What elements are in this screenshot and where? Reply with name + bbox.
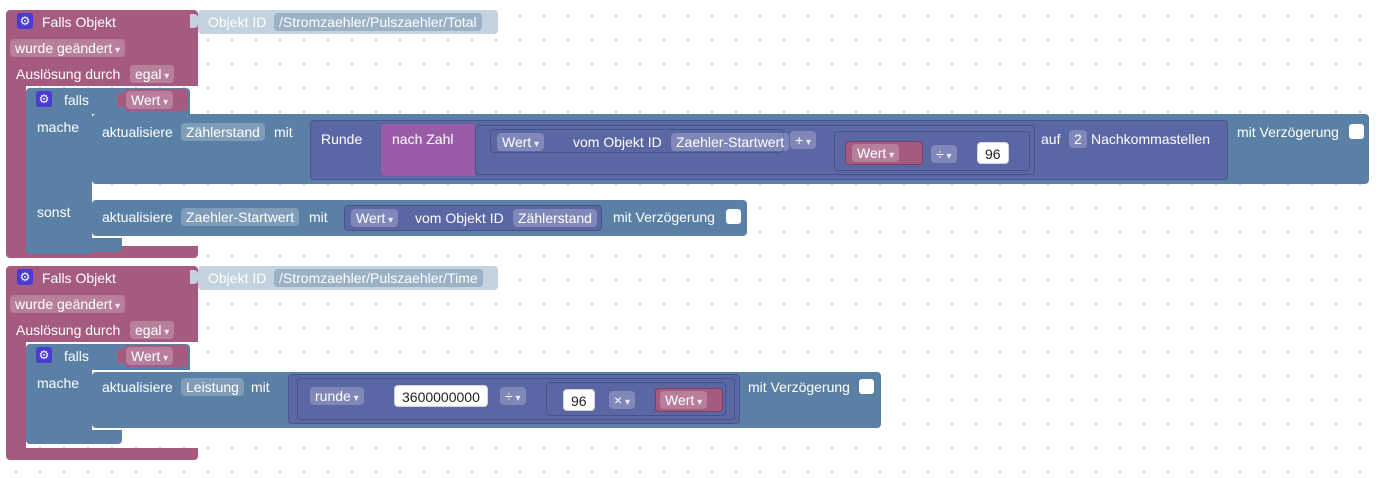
update-block-counter[interactable]: aktualisiere Zählerstand mit Runde nach … (92, 114, 1369, 184)
delay-label: mit Verzögerung (1237, 124, 1339, 140)
input-connector (190, 14, 198, 28)
trigger-by-label: Auslösung durch (16, 322, 121, 338)
update-label: aktualisiere (102, 209, 173, 225)
of-object-label: vom Objekt ID (573, 134, 662, 150)
delay-checkbox[interactable] (859, 379, 874, 394)
object-id-label: Objekt ID (208, 270, 267, 286)
trigger-by-label: Auslösung durch (16, 66, 121, 82)
trigger-block-1[interactable]: ⚙ Falls Objekt Objekt ID /Stromzaehler/P… (0, 0, 1381, 262)
do-label: mache (37, 119, 80, 135)
number-input[interactable]: 96 (977, 142, 1009, 164)
trigger-head-label: Falls Objekt (42, 14, 116, 30)
get-state-block[interactable]: Wert vom Objekt ID Zaehler-Startwert (490, 129, 790, 153)
decimals-field[interactable]: 2 (1069, 130, 1087, 148)
if-block-1-spine (26, 114, 92, 254)
of-object-label: vom Objekt ID (415, 210, 504, 226)
if-label: falls (64, 348, 89, 364)
input-connector (190, 270, 198, 284)
object-id-block[interactable]: Objekt ID /Stromzaehler/Pulszaehler/Time (198, 266, 498, 290)
trigger-by-dropdown[interactable]: egal (130, 321, 175, 339)
multiply-operator-dropdown[interactable]: × (609, 391, 635, 409)
condition-value-block[interactable]: Wert (124, 345, 188, 367)
value-dropdown[interactable]: Wert (660, 391, 708, 409)
trigger-head-label: Falls Objekt (42, 270, 116, 286)
delay-label: mit Verzögerung (748, 379, 850, 395)
trigger-block-1-spine (6, 86, 26, 246)
round-label: Runde (321, 131, 363, 147)
update-label: aktualisiere (102, 124, 173, 140)
plus-operator-dropdown[interactable]: + (790, 131, 816, 149)
value-block[interactable]: Wert (845, 141, 923, 165)
condition-value-dropdown[interactable]: Wert (126, 347, 174, 365)
gear-icon[interactable]: ⚙ (36, 347, 52, 363)
multiplication-block[interactable]: 96 × Wert (546, 382, 726, 416)
round-mode-dropdown[interactable]: runde (310, 387, 364, 405)
division-block[interactable]: runde 3600000000 ÷ 96 × Wert (297, 378, 735, 420)
value-select-dropdown[interactable]: Wert (497, 133, 545, 151)
dividend-input[interactable]: 3600000000 (394, 385, 488, 407)
update-target-field[interactable]: Zaehler-Startwert (181, 208, 300, 226)
condition-value-dropdown[interactable]: Wert (126, 91, 174, 109)
to-number-label: nach Zahl (392, 131, 454, 147)
trigger-by-dropdown[interactable]: egal (130, 65, 175, 83)
object-field[interactable]: Zählerstand (513, 209, 597, 227)
if-label: falls (64, 92, 89, 108)
if-block-1-foot (26, 238, 122, 252)
trigger-block-2-foot (6, 448, 198, 460)
divide-operator-dropdown[interactable]: ÷ (931, 145, 957, 163)
delay-checkbox[interactable] (726, 209, 741, 224)
delay-label: mit Verzögerung (613, 209, 715, 225)
update-with-label: mit (274, 124, 293, 140)
round-block[interactable]: Runde nach Zahl Wert vom Objekt ID Zaehl… (310, 120, 1228, 180)
addition-block[interactable]: Wert vom Objekt ID Zaehler-Startwert + W… (475, 125, 1035, 175)
trigger-block-2[interactable]: ⚙ Falls Objekt Objekt ID /Stromzaehler/P… (0, 262, 1381, 466)
decimals-prefix-label: auf (1041, 131, 1061, 147)
change-dropdown[interactable]: wurde geändert (10, 295, 126, 313)
update-target-field[interactable]: Leistung (181, 378, 244, 396)
value-block[interactable]: Wert (655, 388, 723, 412)
value-dropdown[interactable]: Wert (852, 144, 900, 162)
update-with-label: mit (251, 379, 270, 395)
object-id-label: Objekt ID (208, 14, 267, 30)
update-with-label: mit (309, 209, 328, 225)
update-block-power[interactable]: aktualisiere Leistung mit runde 36000000… (92, 372, 881, 428)
update-label: aktualisiere (102, 379, 173, 395)
trigger-block-2-spine (6, 342, 26, 450)
divide-operator-dropdown[interactable]: ÷ (500, 387, 526, 405)
if-block-2-foot (26, 430, 122, 444)
delay-checkbox[interactable] (1349, 124, 1364, 139)
condition-connector (117, 93, 125, 107)
change-dropdown[interactable]: wurde geändert (10, 39, 126, 57)
value-select-dropdown[interactable]: Wert (351, 209, 399, 227)
object-id-block[interactable]: Objekt ID /Stromzaehler/Pulszaehler/Tota… (198, 10, 498, 34)
decimals-suffix-label: Nachkommastellen (1091, 131, 1211, 147)
get-state-block[interactable]: Wert vom Objekt ID Zählerstand (344, 205, 602, 231)
condition-value-block[interactable]: Wert (124, 89, 188, 111)
division-block[interactable]: Wert ÷ 96 (834, 131, 1030, 171)
factor-input[interactable]: 96 (563, 389, 595, 411)
update-block-startvalue[interactable]: aktualisiere Zaehler-Startwert mit Wert … (92, 200, 747, 236)
update-target-field[interactable]: Zählerstand (181, 123, 265, 141)
object-id-path[interactable]: /Stromzaehler/Pulszaehler/Time (274, 269, 483, 287)
to-number-block[interactable]: nach Zahl (381, 124, 475, 176)
round-block[interactable]: runde 3600000000 ÷ 96 × Wert (288, 374, 740, 424)
else-label: sonst (37, 204, 71, 220)
condition-connector (117, 349, 125, 363)
gear-icon[interactable]: ⚙ (17, 13, 33, 29)
object-id-path[interactable]: /Stromzaehler/Pulszaehler/Total (274, 13, 482, 31)
gear-icon[interactable]: ⚙ (36, 91, 52, 107)
object-field[interactable]: Zaehler-Startwert (671, 133, 790, 151)
do-label: mache (37, 375, 80, 391)
gear-icon[interactable]: ⚙ (17, 269, 33, 285)
